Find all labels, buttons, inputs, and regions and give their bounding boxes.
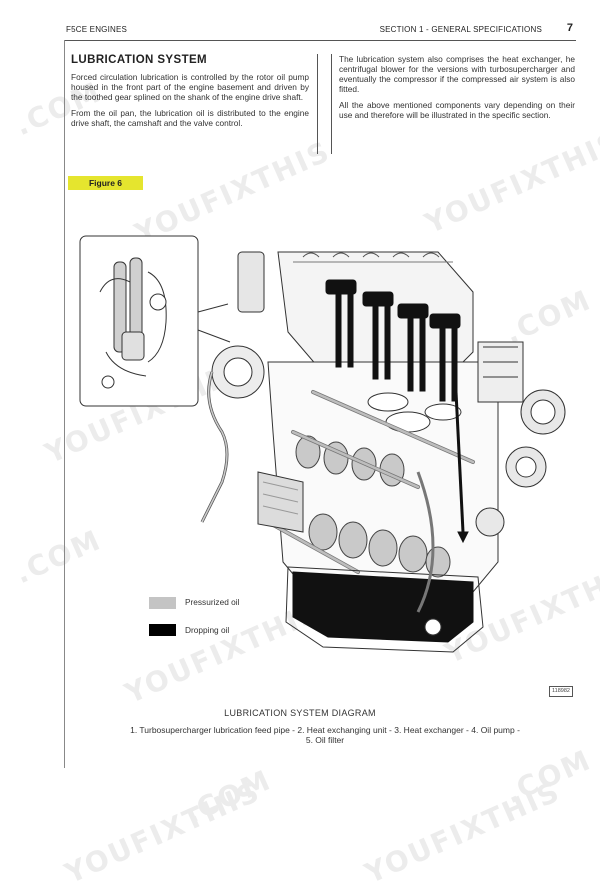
column-divider (331, 54, 332, 154)
watermark: YOUFIXTHIS (60, 774, 266, 890)
figure-code: 118982 (549, 686, 573, 697)
figure-caption-title: LUBRICATION SYSTEM DIAGRAM (224, 708, 376, 718)
header-section-title: SECTION 1 - GENERAL SPECIFICATIONS (379, 25, 542, 34)
watermark: YOUFIXTHIS (420, 124, 600, 241)
page-number: 7 (566, 22, 573, 34)
legend-swatch-dropping (149, 624, 176, 636)
legend-label-dropping: Dropping oil (185, 625, 230, 635)
section-title: LUBRICATION SYSTEM (71, 54, 208, 66)
legend-swatch-pressurized (149, 597, 176, 609)
right-paragraph-1: The lubrication system also comprises th… (339, 54, 575, 94)
right-paragraph-2: All the above mentioned components vary … (339, 100, 575, 120)
column-divider (317, 54, 318, 154)
right-text-column: The lubrication system also comprises th… (339, 54, 575, 126)
left-paragraph-2: From the oil pan, the lubrication oil is… (71, 108, 309, 128)
left-margin-rule (64, 40, 65, 768)
figure-caption-text: 1. Turbosupercharger lubrication feed pi… (130, 725, 520, 745)
watermark: .COM (500, 743, 597, 811)
left-paragraph-1: Forced circulation lubrication is contro… (71, 72, 309, 102)
left-text-column: Forced circulation lubrication is contro… (71, 72, 309, 134)
header-doc-title: F5CE ENGINES (66, 25, 128, 34)
figure-tag: Figure 6 (68, 176, 143, 190)
watermark: .COM (180, 763, 277, 831)
legend-label-pressurized: Pressurized oil (185, 597, 240, 607)
watermark: YOUFIXTHIS (360, 774, 566, 890)
header-rule (64, 40, 576, 41)
engine-lubrication-diagram (79, 235, 566, 653)
